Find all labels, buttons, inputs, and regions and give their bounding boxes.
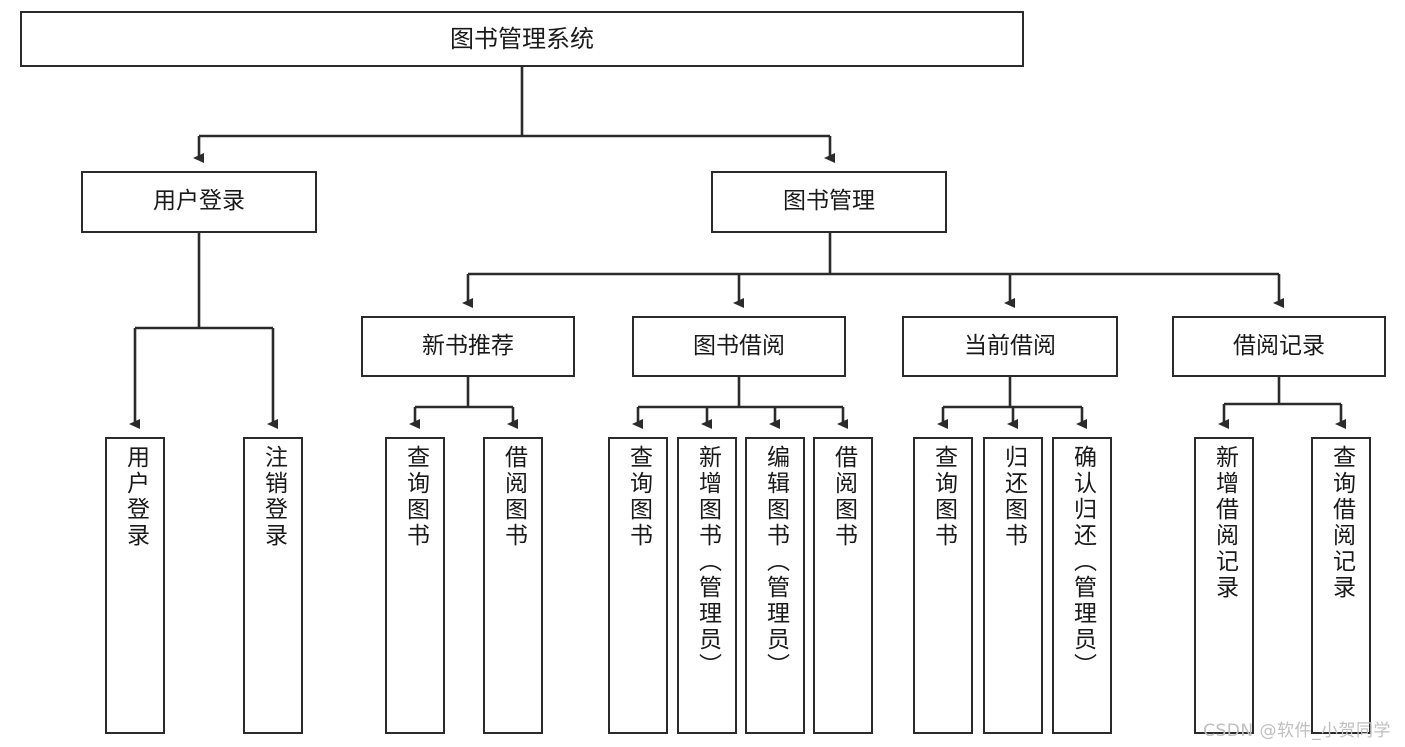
node-book-management[interactable]: 图书管理 bbox=[711, 171, 947, 233]
watermark: CSDN @软件_小贺同学 bbox=[1203, 721, 1391, 741]
node-book-borrow[interactable]: 图书借阅 bbox=[632, 316, 846, 377]
node-label: 用户登录 bbox=[122, 445, 149, 549]
leaf-current-borrow-return[interactable]: 归还图书 bbox=[983, 437, 1043, 734]
node-label: 新书推荐 bbox=[422, 332, 514, 359]
leaf-book-borrow-borrow[interactable]: 借阅图书 bbox=[813, 437, 873, 734]
node-label: 查询图书 bbox=[402, 445, 429, 549]
node-root-book-management-system[interactable]: 图书管理系统 bbox=[20, 11, 1024, 67]
leaf-new-book-borrow[interactable]: 借阅图书 bbox=[483, 437, 543, 734]
node-label: 确认归还（管理员） bbox=[1069, 445, 1096, 679]
node-label: 查询图书 bbox=[930, 445, 957, 549]
leaf-user-login-signin[interactable]: 用户登录 bbox=[105, 437, 165, 734]
leaf-book-borrow-add[interactable]: 新增图书（管理员） bbox=[677, 437, 737, 734]
node-label: 编辑图书（管理员） bbox=[762, 445, 789, 679]
node-new-book-recommend[interactable]: 新书推荐 bbox=[361, 316, 575, 377]
node-label: 新增借阅记录 bbox=[1211, 445, 1238, 601]
node-user-login[interactable]: 用户登录 bbox=[81, 171, 317, 233]
node-label: 查询借阅记录 bbox=[1328, 445, 1355, 601]
node-label: 用户登录 bbox=[153, 188, 245, 215]
node-label: 图书借阅 bbox=[693, 332, 785, 359]
node-label: 当前借阅 bbox=[964, 332, 1056, 359]
leaf-book-borrow-query[interactable]: 查询图书 bbox=[608, 437, 668, 734]
leaf-user-login-signout[interactable]: 注销登录 bbox=[243, 437, 303, 734]
node-label: 借阅图书 bbox=[830, 445, 857, 549]
leaf-new-book-query[interactable]: 查询图书 bbox=[385, 437, 445, 734]
node-current-borrow[interactable]: 当前借阅 bbox=[902, 316, 1118, 377]
leaf-borrow-record-query[interactable]: 查询借阅记录 bbox=[1311, 437, 1371, 734]
leaf-current-borrow-confirm-return[interactable]: 确认归还（管理员） bbox=[1052, 437, 1112, 734]
node-label: 查询图书 bbox=[625, 445, 652, 549]
leaf-borrow-record-add[interactable]: 新增借阅记录 bbox=[1194, 437, 1254, 734]
node-label: 新增图书（管理员） bbox=[694, 445, 721, 679]
leaf-current-borrow-query[interactable]: 查询图书 bbox=[913, 437, 973, 734]
node-label: 注销登录 bbox=[260, 445, 287, 549]
node-label: 图书管理 bbox=[783, 188, 875, 215]
node-label: 借阅记录 bbox=[1233, 332, 1325, 359]
node-borrow-record[interactable]: 借阅记录 bbox=[1172, 316, 1386, 377]
node-label: 归还图书 bbox=[1000, 445, 1027, 549]
node-label: 借阅图书 bbox=[500, 445, 527, 549]
leaf-book-borrow-edit[interactable]: 编辑图书（管理员） bbox=[745, 437, 805, 734]
node-label: 图书管理系统 bbox=[450, 24, 594, 53]
